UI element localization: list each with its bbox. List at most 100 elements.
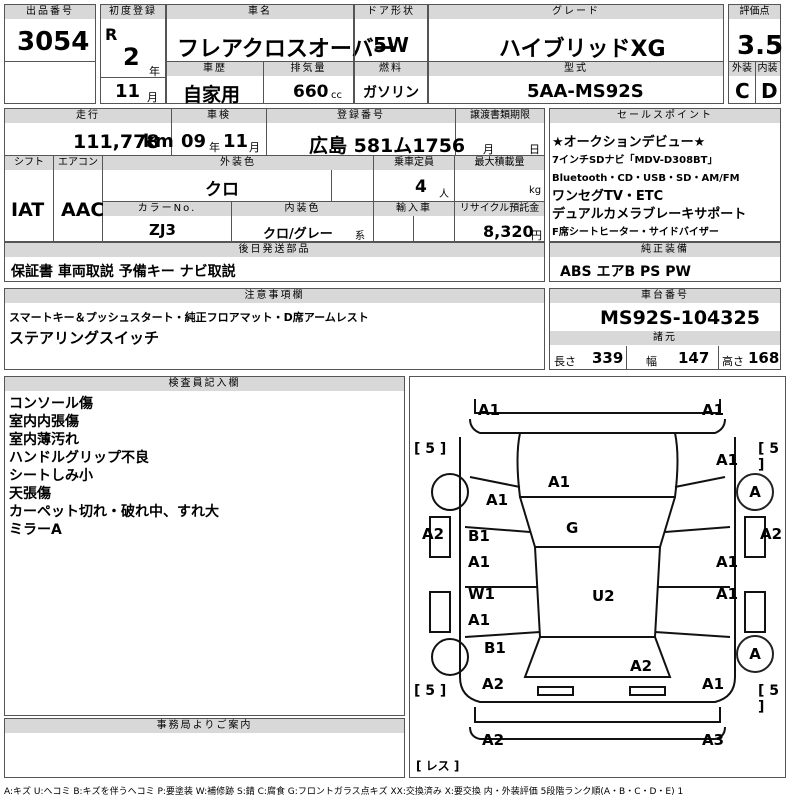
office-box: 事務局よりご案内 [4,718,405,778]
mileage-label: 走行 [5,109,171,123]
divider [373,201,374,241]
displacement-unit: cc [331,90,342,101]
tread-rear-right: [ 5 ] [758,683,780,715]
notes-line-1: スマートキー＆プッシュスタート・純正フロアマット・D席アームレスト [9,311,369,324]
reg-month: 11 [115,81,141,102]
sales-point-3: Bluetooth・CD・USB・SD・AM/FM [552,173,740,184]
era-mark: R [105,25,118,44]
sales-point-1: ★オークションデビュー★ [552,135,706,150]
recycle-value: 8,320 [483,222,534,241]
first-registration-label: 初度登録 [101,5,165,19]
notes-box: 注意事項欄 スマートキー＆プッシュスタート・純正フロアマット・D席アームレスト … [4,288,545,370]
int-color-value: クロ/グレー [263,227,333,242]
notes-line-2: ステアリングスイッチ [9,329,160,347]
ac-label: エアコン [54,156,102,170]
chassis-number: MS92S-104325 [600,307,760,329]
car-name: フレアクロスオーバー [177,37,396,62]
fuel-value: ガソリン [363,85,419,101]
car-outline-diagram [429,399,766,740]
damage-front-right-bumper: A1 [702,401,725,419]
inspector-note: シートしみ小 [9,468,93,484]
transfer-label: 譲渡書類期限 [456,109,544,123]
office-label: 事務局よりご案内 [5,719,404,733]
mileage-value: 111,778 [73,131,160,153]
damage-right-front-wheel: A [736,473,774,511]
recycle-label: リサイクル預託金 [455,202,544,216]
inspection-label: 車検 [172,109,266,123]
transfer-day-unit: 日 [529,143,540,156]
divider [53,155,54,241]
divider [101,77,165,78]
damage-left-door-a1: A1 [468,553,491,571]
divider [455,109,456,155]
sales-point-6: F席シートヒーター・サイドバイザー [552,227,719,238]
damage-right-rear-a1: A1 [716,585,739,603]
spare-tire-status: [ レス ] [416,759,460,773]
damage-front-left-bumper: A1 [478,401,501,419]
damage-right-quarter: A2 [760,525,783,543]
sales-point-2: 7インチSDナビ「MDV-D308BT」 [552,155,718,166]
damage-rear-bumper-left: A2 [482,731,505,749]
grade-label: グレード [429,5,723,19]
exterior-label: 外装 [729,62,755,76]
import-label: 輸入車 [374,202,454,216]
inspector-note: ハンドルグリップ不良 [9,450,149,466]
divider [102,155,103,241]
inspector-box: 検査員記入欄 コンソール傷 室内内張傷 室内薄汚れ ハンドルグリップ不良 シート… [4,376,405,716]
divider [231,201,232,241]
int-color-unit: 系 [355,231,365,242]
inspection-year-unit: 年 [209,141,220,154]
score-value: 3.5 [737,31,784,61]
damage-right-fender: A1 [716,451,739,469]
length-value: 339 [592,349,624,367]
sales-points-box: セールスポイント ★オークションデビュー★ 7インチSDナビ「MDV-D308B… [549,108,781,242]
divider [454,155,455,241]
divider [755,62,756,103]
inspector-label: 検査員記入欄 [5,377,404,391]
tread-rear-left: [ 5 ] [414,683,447,699]
inspection-month-unit: 月 [249,141,260,154]
capacity-label: 乗車定員 [374,156,454,170]
damage-left-quarter: A2 [422,525,445,543]
equipment-text: ABS エアB PS PW [560,264,691,280]
divider [331,170,332,201]
tread-front-left: [ 5 ] [414,441,447,457]
height-value: 168 [748,349,780,367]
lot-number-label: 出品番号 [5,5,95,19]
fuel-box: 燃料 ガソリン [354,61,428,104]
legend-text: A:キズ U:ヘコミ B:キズを伴うヘコミ P:要塗装 W:補修跡 S:錆 C:… [4,787,684,797]
mileage-unit: km [143,131,174,152]
reg-month-unit: 月 [147,91,158,104]
damage-left-b1: B1 [484,639,506,657]
later-parts-text: 保証書 車両取説 予備キー ナビ取説 [11,264,236,280]
car-name-label: 車名 [167,5,353,19]
inspector-note: 室内薄汚れ [9,432,79,448]
divider [373,155,374,201]
score-box: 評価点 3.5 [728,4,784,62]
inspector-note: 室内内張傷 [9,414,79,430]
damage-rear-left: A2 [482,675,505,693]
divider [413,216,414,241]
vehicle-info-box: 走行 車検 登録番号 譲渡書類期限 111,778 km 09 年 11 月 広… [4,108,545,242]
equipment-label: 純正装備 [550,243,780,257]
damage-rear-bumper-right: A3 [702,731,725,749]
inspector-note: 天張傷 [9,486,51,502]
displacement-label: 排気量 [264,62,353,76]
ext-int-box: 外装 内装 C D [728,61,781,104]
interior-label: 内装 [755,62,780,76]
reg-number-value: 広島 581ム1756 [309,135,466,157]
sales-points-label: セールスポイント [550,109,780,123]
model-label: 型式 [429,62,723,76]
damage-left-rear-door: W1 [468,585,495,603]
damage-left-front-door: B1 [468,527,490,545]
damage-right-rear-wheel: A [736,635,774,673]
capacity-unit: 人 [439,189,449,200]
fuel-label: 燃料 [355,62,427,76]
shift-value: IAT [11,199,45,221]
model-box: 型式 5AA-MS92S [428,61,724,104]
damage-diagram: A1 A1 [ 5 ] [ 5 ] A1 A1 A1 A A2 A2 B1 G … [409,376,786,778]
lot-number: 3054 [17,27,90,57]
inspection-month: 11 [223,131,249,152]
damage-windshield: G [566,519,579,537]
grade-value: ハイブリッドXG [499,37,666,62]
